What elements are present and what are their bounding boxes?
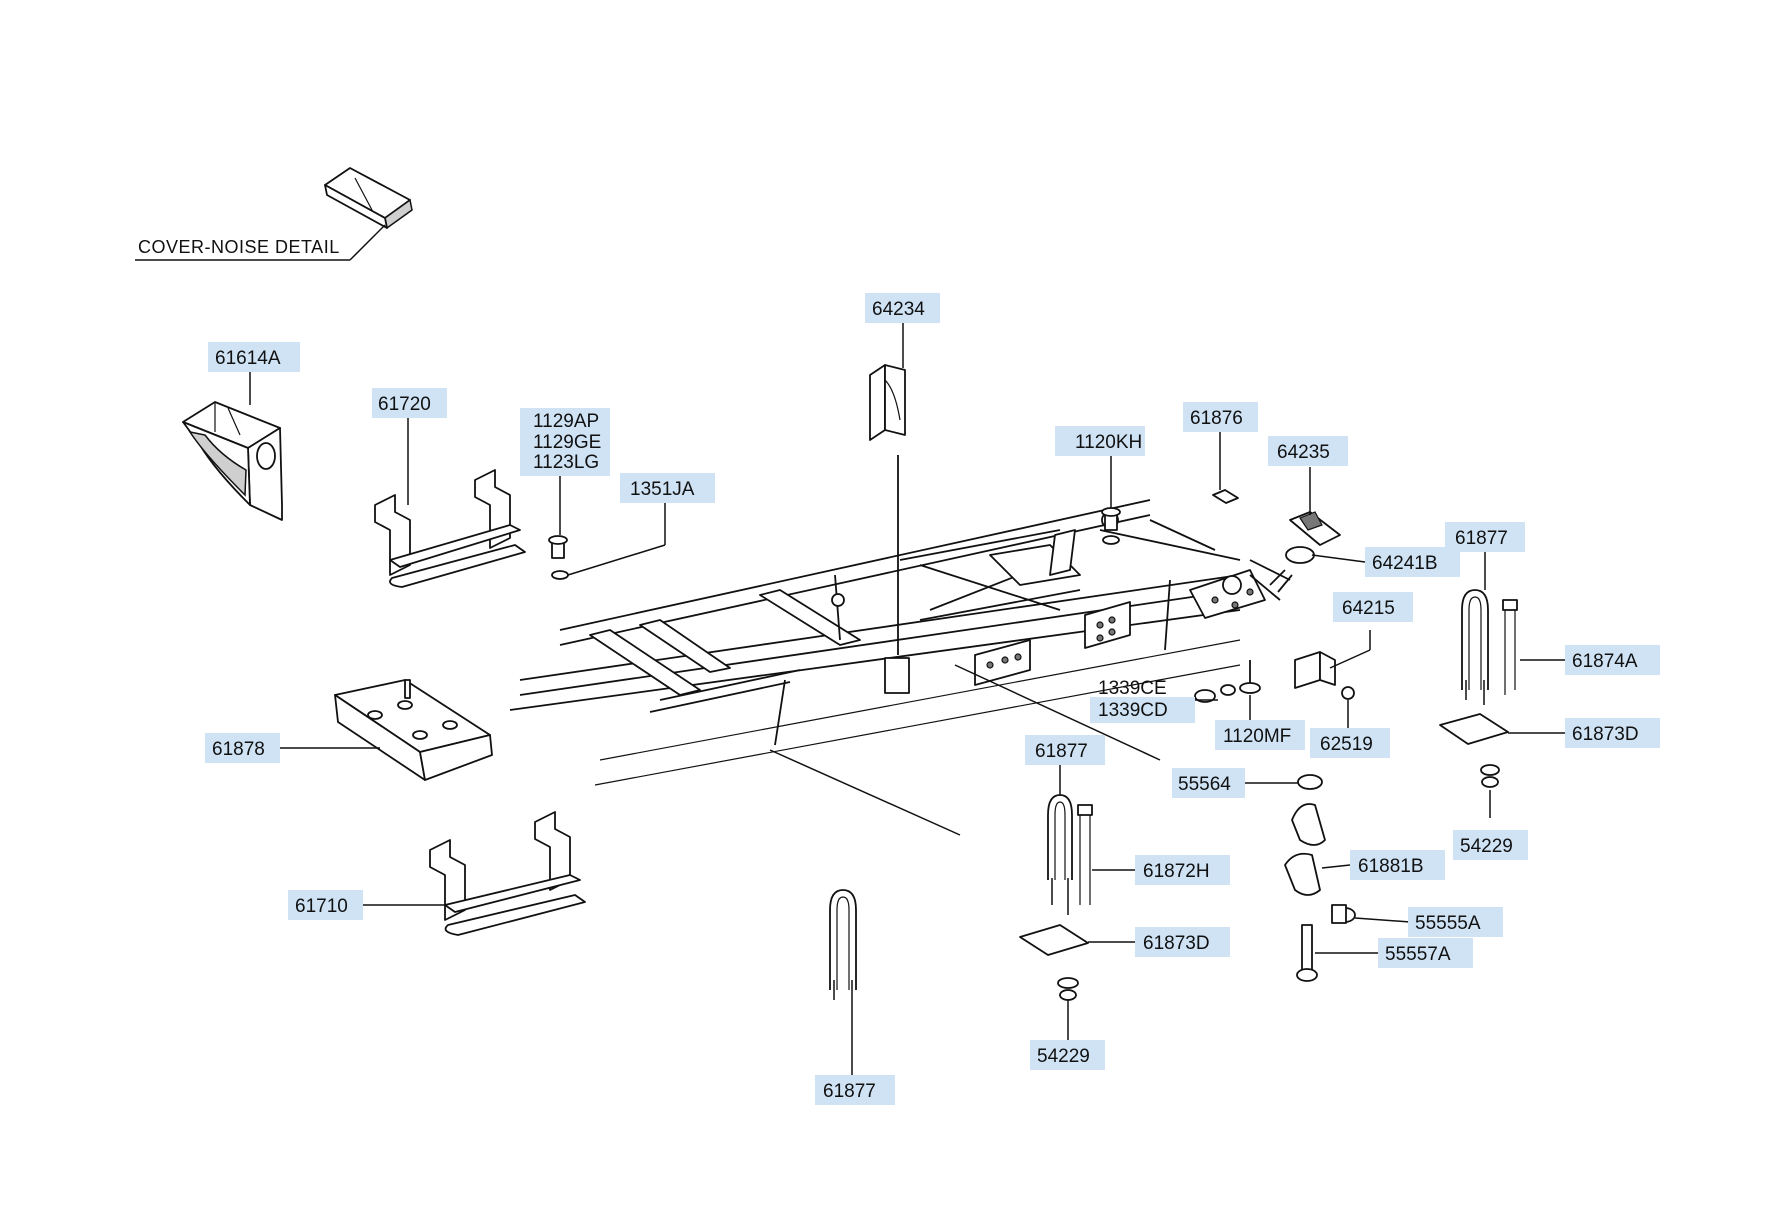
svg-text:61877: 61877 xyxy=(1455,528,1508,549)
label-61874A[interactable]: 61874A xyxy=(1565,645,1660,675)
svg-text:61872H: 61872H xyxy=(1143,861,1210,882)
part-61876-illustration xyxy=(1212,489,1239,504)
label-61876[interactable]: 61876 xyxy=(1183,402,1258,432)
part-64241B-illustration xyxy=(1269,546,1315,593)
svg-text:61876: 61876 xyxy=(1190,408,1243,429)
svg-text:1123LG: 1123LG xyxy=(533,452,599,473)
label-64241B[interactable]: 64241B xyxy=(1365,547,1460,577)
label-61877-bottom[interactable]: 61877 xyxy=(815,1075,895,1105)
part-64234-illustration xyxy=(869,364,906,655)
label-64234[interactable]: 64234 xyxy=(865,293,940,323)
label-55555A[interactable]: 55555A xyxy=(1408,907,1503,937)
label-1339CE-group[interactable]: 1339CE 1339CD xyxy=(1090,678,1195,723)
part-61877-right-illustration xyxy=(1461,589,1489,705)
label-61881B[interactable]: 61881B xyxy=(1350,850,1445,880)
part-64215-illustration xyxy=(1294,651,1336,689)
svg-text:61614A: 61614A xyxy=(215,348,281,369)
svg-text:54229: 54229 xyxy=(1037,1046,1090,1067)
svg-text:1339CE: 1339CE xyxy=(1098,678,1167,699)
label-61720[interactable]: 61720 xyxy=(372,388,447,418)
svg-text:61877: 61877 xyxy=(823,1081,876,1102)
cover-noise-detail-illustration xyxy=(135,167,413,261)
part-61873D-mid-illustration xyxy=(1019,924,1089,1001)
svg-text:61873D: 61873D xyxy=(1572,724,1639,745)
svg-text:61878: 61878 xyxy=(212,739,265,760)
main-frame-illustration xyxy=(509,499,1291,836)
label-1120MF[interactable]: 1120MF xyxy=(1215,720,1305,750)
svg-text:55555A: 55555A xyxy=(1415,913,1481,934)
svg-text:61873D: 61873D xyxy=(1143,933,1210,954)
part-61874A-illustration xyxy=(1502,599,1518,695)
part-1120KH-illustration xyxy=(1101,507,1121,545)
svg-text:61710: 61710 xyxy=(295,896,348,917)
label-1120KH[interactable]: 1120KH xyxy=(1055,426,1145,456)
label-55564[interactable]: 55564 xyxy=(1172,768,1245,798)
label-61873D-right[interactable]: 61873D xyxy=(1565,718,1660,748)
svg-text:61720: 61720 xyxy=(378,394,431,415)
svg-text:61874A: 61874A xyxy=(1572,651,1638,672)
label-61614A[interactable]: 61614A xyxy=(208,342,300,372)
bolt-1129-illustration xyxy=(548,535,569,580)
svg-text:64235: 64235 xyxy=(1277,442,1330,463)
label-64235[interactable]: 64235 xyxy=(1268,436,1348,466)
svg-text:1129GE: 1129GE xyxy=(533,432,601,453)
label-62519[interactable]: 62519 xyxy=(1310,728,1390,758)
part-61873D-right-illustration xyxy=(1439,713,1509,788)
label-61878[interactable]: 61878 xyxy=(205,733,280,763)
part-shackle-illustration xyxy=(1284,774,1356,982)
label-61710[interactable]: 61710 xyxy=(288,890,363,920)
svg-text:61881B: 61881B xyxy=(1358,856,1424,877)
label-54229-right[interactable]: 54229 xyxy=(1453,830,1528,860)
svg-text:55564: 55564 xyxy=(1178,774,1231,795)
part-61614A-illustration xyxy=(182,401,283,521)
part-61877-mid-illustration xyxy=(1047,794,1093,915)
svg-text:1120KH: 1120KH xyxy=(1075,432,1142,453)
svg-text:55557A: 55557A xyxy=(1385,944,1451,965)
svg-text:1351JA: 1351JA xyxy=(630,479,695,500)
svg-text:62519: 62519 xyxy=(1320,734,1373,755)
svg-text:1120MF: 1120MF xyxy=(1223,726,1291,747)
label-1351JA[interactable]: 1351JA xyxy=(620,473,715,503)
svg-text:54229: 54229 xyxy=(1460,836,1513,857)
svg-text:64215: 64215 xyxy=(1342,598,1395,619)
label-55557A[interactable]: 55557A xyxy=(1378,938,1473,968)
svg-text:64241B: 64241B xyxy=(1372,553,1438,574)
part-64235-illustration xyxy=(1289,511,1341,546)
label-1129AP-group[interactable]: 1129AP 1129GE 1123LG xyxy=(520,408,610,476)
label-64215[interactable]: 64215 xyxy=(1333,592,1413,622)
svg-text:61877: 61877 xyxy=(1035,741,1088,762)
leader-lines xyxy=(249,322,1565,1075)
part-61720-illustration xyxy=(374,469,526,588)
label-61877-right[interactable]: 61877 xyxy=(1445,522,1525,552)
svg-text:1129AP: 1129AP xyxy=(533,411,599,432)
label-54229-mid[interactable]: 54229 xyxy=(1030,1040,1105,1070)
label-61872H[interactable]: 61872H xyxy=(1135,855,1230,885)
part-1120MF-illustration xyxy=(1239,660,1261,694)
part-61877-bottom-illustration xyxy=(829,889,857,1010)
part-62519-illustration xyxy=(1341,686,1355,700)
part-61710-illustration xyxy=(429,811,586,936)
part-1339CE-illustration xyxy=(1194,684,1236,703)
part-61878-illustration xyxy=(334,679,493,781)
label-61873D-mid[interactable]: 61873D xyxy=(1135,927,1230,957)
label-61877-mid[interactable]: 61877 xyxy=(1025,735,1105,765)
svg-text:1339CD: 1339CD xyxy=(1098,700,1168,721)
cover-noise-detail-title: COVER-NOISE DETAIL xyxy=(138,237,340,257)
svg-text:64234: 64234 xyxy=(872,299,925,320)
